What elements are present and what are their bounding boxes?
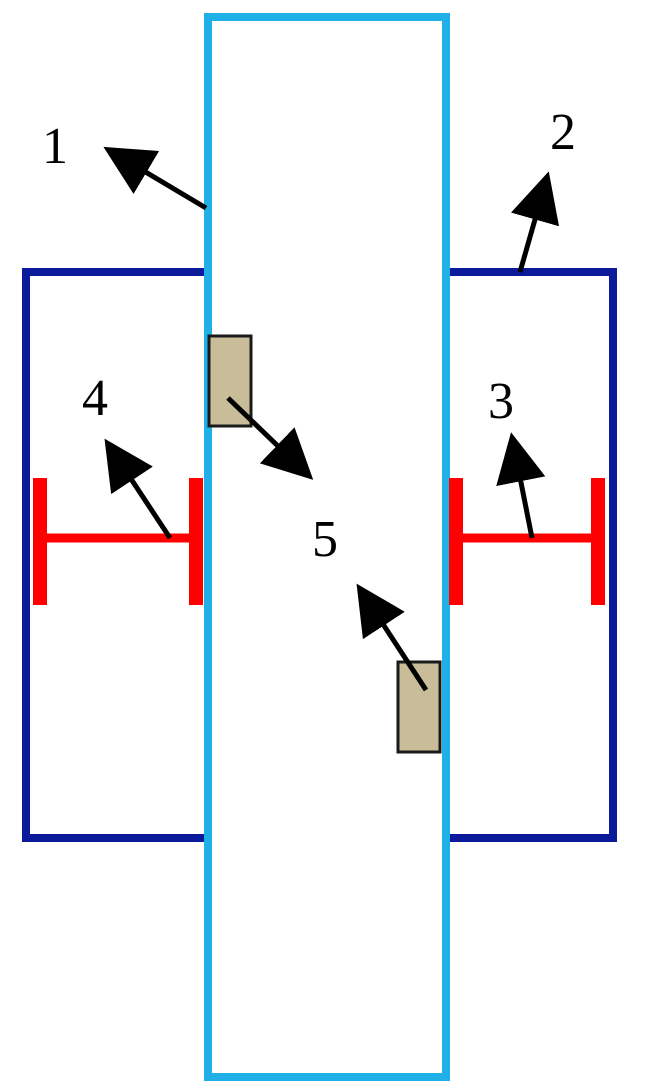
label-1: 1: [42, 118, 68, 175]
label-2: 2: [550, 104, 576, 161]
left-h-beam: [33, 478, 203, 605]
label-4: 4: [82, 370, 108, 427]
arrow-5-lower: [356, 583, 429, 692]
arrow-5-upper: [226, 396, 314, 480]
outer-frame-left: [22, 268, 206, 842]
arrow-2: [510, 171, 560, 273]
label-5: 5: [312, 511, 338, 568]
label-3: 3: [488, 373, 514, 430]
arrow-1: [103, 146, 208, 211]
right-h-beam: [449, 478, 605, 605]
arrow-4: [104, 438, 173, 540]
arrow-3: [496, 432, 546, 539]
outer-frame-right: [444, 268, 617, 842]
central-column: [204, 13, 450, 1081]
